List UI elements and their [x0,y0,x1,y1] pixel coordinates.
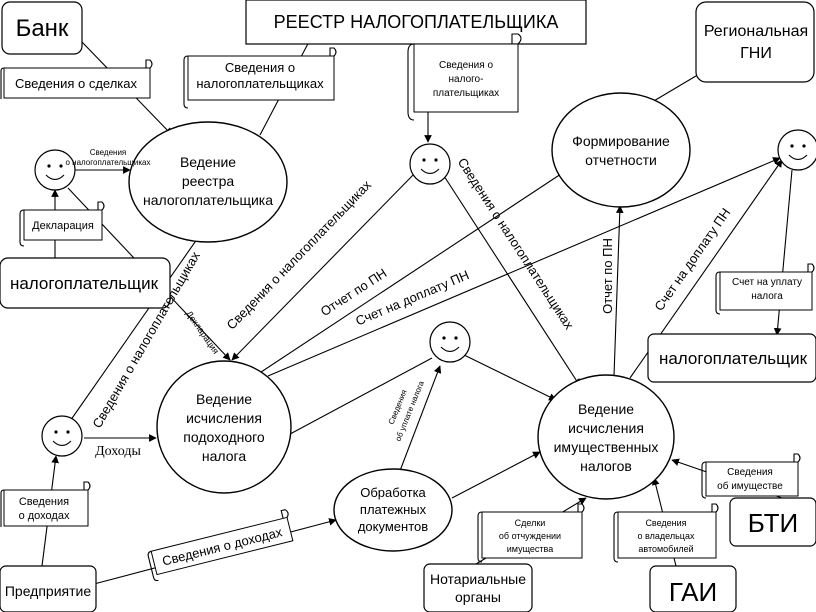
doc-property-info[interactable]: Сведения об имуществе [701,453,801,499]
process-registry[interactable]: Ведение реестра налогоплательщика [128,121,288,243]
entity-taxpayer-right-label: налогоплательщик [659,349,808,368]
doc-income-info-line-1: Сведения [19,496,69,508]
process-property-tax[interactable]: Ведение исчисления имущественных налогов [537,374,675,500]
doc-registry-info-line-2: налого- [449,74,484,85]
doc-deals-alienation[interactable]: Сделки об отчуждении имущества [477,503,585,563]
doc-car-owners[interactable]: Сведения о владельцах автомобилей [613,503,719,563]
entity-enterprise-label: Предприятие [5,583,91,599]
flow-small-taxpayer-1: Сведения [90,148,127,157]
entity-bti[interactable]: БТИ [729,497,816,547]
entity-gai[interactable]: ГАИ [649,565,737,612]
process-reporting-line-2: отчетности [585,152,657,168]
doc-deals-alienation-line-2: об отчуждении [499,531,561,541]
flow-small-taxpayer-2: о налогоплательщиках [66,158,151,167]
doc-taxpayer-info[interactable]: Сведения о налогоплательщиках [183,47,337,109]
process-payment-docs-line-2: платежных [360,502,427,517]
doc-income-info-line-2: о доходах [19,510,70,522]
process-income-tax-line-2: исчисления [186,410,262,426]
doc-registry-info-line-1: Сведения о [439,60,493,71]
entity-registry-label: РЕЕСТР НАЛОГОПЛАТЕЛЬЩИКА [274,12,559,32]
documents: Сведения о сделках Сведения о налогоплат… [0,33,815,582]
process-income-tax-line-1: Ведение [196,391,252,407]
doc-property-info-line-1: Сведения [727,467,773,478]
flow-income-label: Доходы [95,444,141,459]
process-registry-line-3: налогоплательщика [143,192,273,208]
edge-face-to-property [443,175,581,387]
doc-registry-info[interactable]: Сведения о налого- плательщиках [407,33,522,121]
doc-declaration[interactable]: Декларация [19,201,105,247]
doc-car-owners-line-3: автомобилей [638,544,693,554]
entity-bti-label: БТИ [748,508,798,538]
doc-deals[interactable]: Сведения о сделках [0,59,153,99]
doc-deals-alienation-line-3: имущества [507,544,553,554]
smiley-face-icon [409,143,451,185]
entity-regional-gni[interactable]: Региональная ГНИ [695,1,815,83]
process-payment-docs-line-3: документов [358,519,428,534]
process-property-tax-line-3: имущественных [554,439,659,455]
flow-report-pn-vertical: Отчет по ПН [600,238,615,314]
doc-declaration-label: Декларация [32,220,94,232]
doc-income-flow[interactable]: Сведения о доходах [145,509,296,582]
doc-income-info[interactable]: Сведения о доходах [0,481,91,527]
doc-registry-info-line-3: плательщиках [433,88,499,99]
process-property-tax-line-1: Ведение [578,401,634,417]
edge-income-to-regface [267,157,781,377]
smiley-face-icon [429,321,471,363]
entity-notary[interactable]: Нотариальные органы [423,563,533,612]
process-payment-docs-line-1: Обработка [360,485,426,500]
smiley-face-icon [34,149,76,191]
edge-face3-to-income [263,357,433,449]
entity-taxpayer-left-label: налогоплательщик [10,274,159,293]
edge-face2-to-registry [67,231,203,425]
processes: Ведение реестра налогоплательщика Формир… [128,92,691,552]
edge-face-to-income [231,171,417,361]
entity-bank[interactable]: Банк [1,1,83,55]
edge-payments-to-property [451,451,541,499]
process-income-tax[interactable]: Ведение исчисления подоходного налога [156,360,292,494]
flow-declaration-rot: Декларация [184,309,221,356]
process-property-tax-line-4: налогов [580,458,632,474]
doc-taxpayer-info-line-2: налогоплательщиках [196,76,324,91]
edge-property-to-reporting [613,205,624,377]
process-payment-docs[interactable]: Обработка платежных документов [333,468,453,552]
smiley-face-icon [777,129,816,171]
entity-notary-label-2: органы [455,589,501,605]
process-income-tax-line-4: налога [202,448,246,464]
entity-taxpayer-right[interactable]: налогоплательщик [647,333,816,383]
doc-taxpayer-info-line-1: Сведения о [225,60,295,75]
actor-faces [34,129,816,457]
process-registry-line-2: реестра [182,173,235,189]
entity-regional-gni-label-1: Региональная [704,23,808,40]
entity-taxpayer-left[interactable]: налогоплательщик [0,257,171,309]
doc-deals-alienation-line-1: Сделки [515,518,546,528]
entity-regional-gni-label-2: ГНИ [740,45,772,62]
process-registry-line-1: Ведение [180,154,236,170]
process-income-tax-line-3: подоходного [183,429,265,445]
doc-car-owners-line-1: Сведения [645,518,686,528]
entity-registry[interactable]: РЕЕСТР НАЛОГОПЛАТЕЛЬЩИКА [245,0,587,45]
doc-property-info-line-2: об имуществе [717,480,783,492]
edge-payments-to-face3 [397,365,442,477]
smiley-face-icon [41,415,83,457]
doc-bill-line-1: Счет на уплату [732,277,802,288]
entity-gai-label: ГАИ [669,577,717,607]
process-property-tax-line-2: исчисления [568,420,644,436]
process-reporting[interactable]: Формирование отчетности [551,92,691,208]
doc-car-owners-line-2: о владельцах [638,531,695,541]
edge-face3-to-property [457,351,557,401]
entity-enterprise[interactable]: Предприятие [0,565,97,612]
entity-notary-label-1: Нотариальные [430,571,526,587]
doc-bill[interactable]: Счет на уплату налога [715,263,815,315]
process-reporting-line-1: Формирование [572,133,670,149]
entity-bank-label: Банк [16,15,69,42]
flow-taxpayer-info-right: Сведения о налогоплательщиках [455,155,577,332]
edge-income-to-reporting [251,167,571,379]
doc-bill-line-2: налога [751,291,783,302]
doc-deals-label: Сведения о сделках [15,76,138,91]
